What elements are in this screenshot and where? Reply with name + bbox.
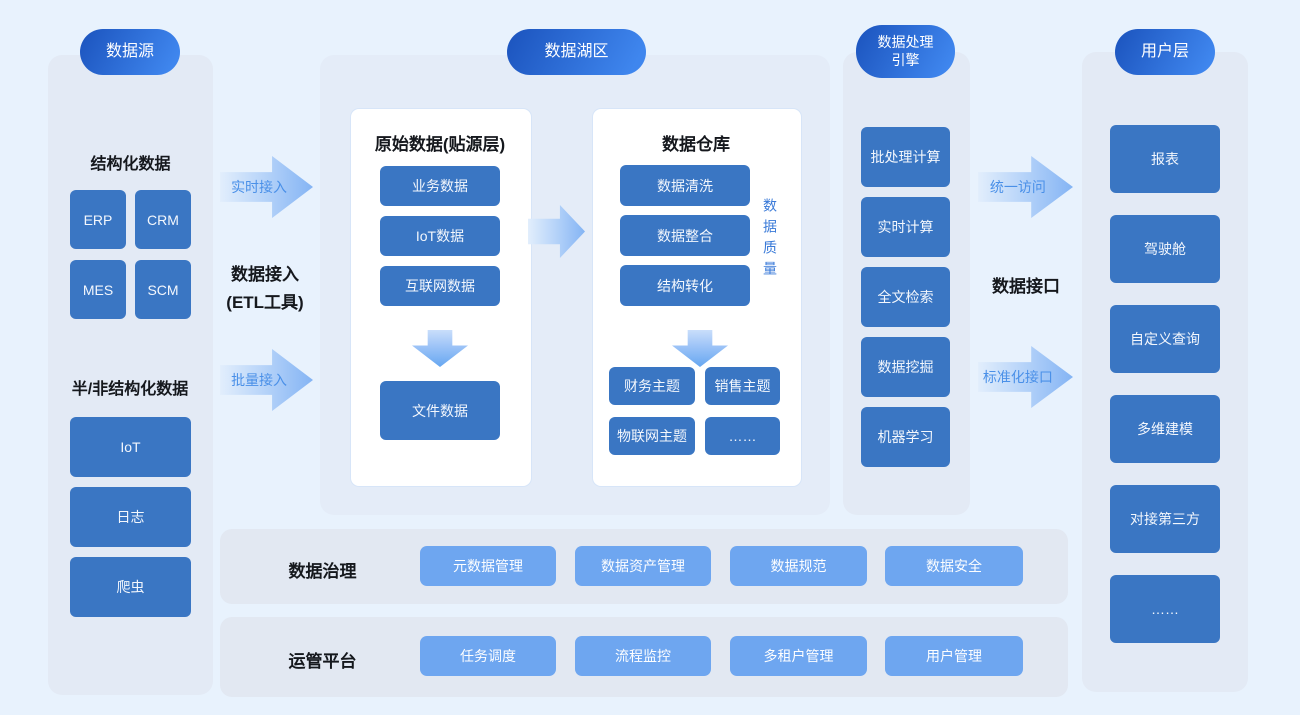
- engine-item-ml: 机器学习: [861, 407, 950, 467]
- operations-label: 运管平台: [288, 652, 357, 671]
- theme-more: ……: [705, 417, 780, 455]
- engine-pill-label-line1: 数据处理: [877, 34, 934, 50]
- source-item-log: 日志: [70, 487, 191, 547]
- operations-item-user-mgmt: 用户管理: [885, 636, 1023, 676]
- operations-item-multitenant: 多租户管理: [730, 636, 867, 676]
- source-item-erp: ERP: [70, 190, 126, 249]
- user-item-cockpit: 驾驶舱: [1110, 215, 1220, 283]
- warehouse-item-integration: 数据整合: [620, 215, 750, 256]
- raw-item-business: 业务数据: [380, 166, 500, 206]
- user-item-report: 报表: [1110, 125, 1220, 193]
- source-item-crm: CRM: [135, 190, 191, 249]
- ingest-label-line1: 数据接入: [231, 265, 299, 284]
- unified-access-arrow-icon: 统一访问: [978, 156, 1073, 218]
- warehouse-card-title: 数据仓库: [662, 135, 730, 154]
- theme-finance: 财务主题: [609, 367, 695, 405]
- realtime-ingest-label: 实时接入: [231, 179, 288, 195]
- engine-item-mining: 数据挖掘: [861, 337, 950, 397]
- source-item-iot: IoT: [70, 417, 191, 477]
- user-item-more: ……: [1110, 575, 1220, 643]
- lake-pill: 数据湖区: [507, 29, 646, 75]
- warehouse-item-transform: 结构转化: [620, 265, 750, 306]
- source-item-scm: SCM: [135, 260, 191, 319]
- batch-ingest-arrow-icon: 批量接入: [220, 349, 313, 411]
- data-quality-label: 数据质量: [762, 198, 778, 282]
- user-pill-label: 用户层: [1140, 43, 1189, 60]
- governance-item-security: 数据安全: [885, 546, 1023, 586]
- theme-iot: 物联网主题: [609, 417, 695, 455]
- raw-item-file: 文件数据: [380, 381, 500, 440]
- engine-pill-label-line2: 引擎: [891, 51, 920, 68]
- warehouse-item-cleaning: 数据清洗: [620, 165, 750, 206]
- user-item-modeling: 多维建模: [1110, 395, 1220, 463]
- structured-heading: 结构化数据: [90, 156, 171, 173]
- raw-data-card-title: 原始数据(贴源层): [374, 135, 506, 154]
- engine-item-fulltext: 全文检索: [861, 267, 950, 327]
- operations-item-monitoring: 流程监控: [575, 636, 711, 676]
- theme-sales: 销售主题: [705, 367, 780, 405]
- operations-item-scheduling: 任务调度: [420, 636, 556, 676]
- source-item-crawler: 爬虫: [70, 557, 191, 617]
- standard-interface-label: 标准化接口: [982, 369, 1053, 385]
- source-pill: 数据源: [80, 29, 180, 75]
- governance-item-metadata: 元数据管理: [420, 546, 556, 586]
- unstructured-heading: 半/非结构化数据: [71, 381, 189, 398]
- governance-item-standard: 数据规范: [730, 546, 867, 586]
- engine-pill: 数据处理 引擎: [856, 25, 955, 78]
- standard-interface-arrow-icon: 标准化接口: [978, 346, 1073, 408]
- unified-access-label: 统一访问: [989, 179, 1046, 195]
- raw-item-internet: 互联网数据: [380, 266, 500, 306]
- source-pill-label: 数据源: [105, 43, 154, 60]
- realtime-ingest-arrow-icon: 实时接入: [220, 156, 313, 218]
- engine-item-realtime: 实时计算: [861, 197, 950, 257]
- data-interface-label: 数据接口: [992, 277, 1060, 296]
- raw-item-iot: IoT数据: [380, 216, 500, 256]
- user-pill: 用户层: [1115, 29, 1215, 75]
- source-item-mes: MES: [70, 260, 126, 319]
- user-item-custom-query: 自定义查询: [1110, 305, 1220, 373]
- ingest-label-line2: (ETL工具): [226, 293, 304, 312]
- governance-label: 数据治理: [288, 562, 357, 581]
- user-item-third-party: 对接第三方: [1110, 485, 1220, 553]
- lake-pill-label: 数据湖区: [544, 43, 609, 60]
- governance-item-asset: 数据资产管理: [575, 546, 711, 586]
- engine-item-batch: 批处理计算: [861, 127, 950, 187]
- batch-ingest-label: 批量接入: [231, 372, 288, 388]
